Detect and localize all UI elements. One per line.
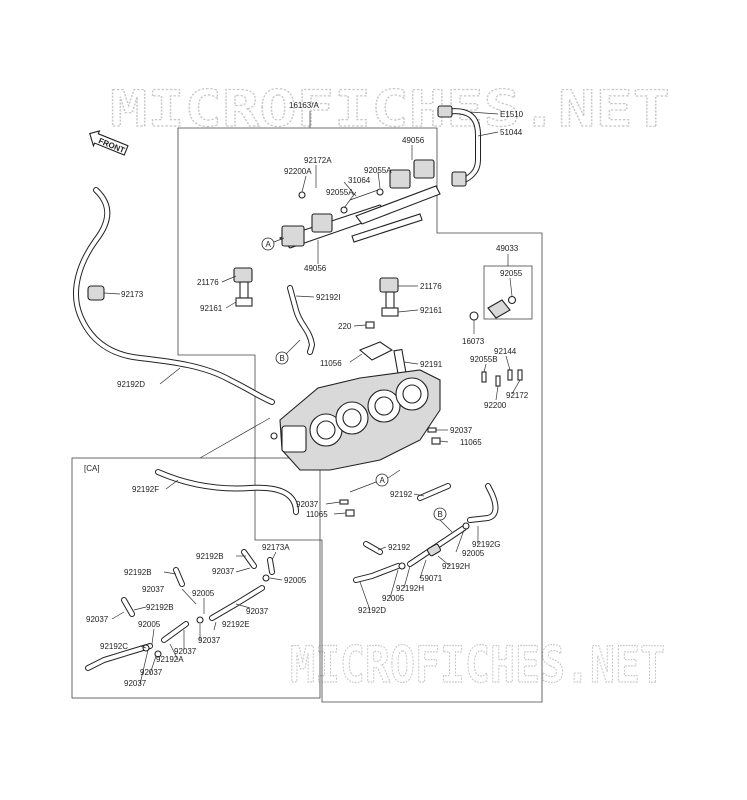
sensor-right [379, 277, 399, 317]
svg-text:A: A [380, 476, 386, 485]
oring-92055 [507, 295, 517, 305]
throttle-body [270, 369, 441, 471]
label-92037-ca2: 92037 [142, 585, 165, 594]
label-92037-ca7: 92037 [140, 668, 163, 677]
svg-text:B: B [280, 354, 285, 363]
label-49033: 49033 [496, 244, 519, 253]
assembly-boundary [177, 127, 543, 703]
hose-92192d-left [73, 187, 275, 405]
ca-hoses [85, 469, 299, 671]
label-92055a-2: 92055A [326, 188, 354, 197]
label-92192g: 92192G [472, 540, 500, 549]
callout-b-right: B [433, 507, 453, 533]
label-92055b: 92055B [470, 355, 498, 364]
clip-92037-center [339, 499, 349, 505]
sensor-left [233, 267, 315, 355]
callout-a-top: A [261, 237, 285, 251]
fuel-rail-assembly [278, 159, 441, 249]
label-31064: 31064 [348, 176, 371, 185]
label-92055a-1: 92055A [364, 166, 392, 175]
label-92037-center: 92037 [296, 500, 319, 509]
label-92161-right: 92161 [420, 306, 443, 315]
label-92192e: 92192E [222, 620, 250, 629]
label-92192-a: 92192 [390, 490, 413, 499]
fastener-92144 [507, 369, 513, 381]
label-92192b-2: 92192B [124, 568, 152, 577]
svg-text:B: B [438, 510, 443, 519]
label-ca: [CA] [84, 464, 100, 473]
fastener-92200 [495, 375, 501, 387]
label-92192f: 92192F [132, 485, 159, 494]
bracket-11056 [358, 341, 394, 361]
label-92192i: 92192I [316, 293, 340, 302]
fitting-49033 [487, 299, 511, 319]
label-11065-center: 11065 [306, 510, 328, 519]
callout-b-left: B [275, 339, 301, 365]
label-92037-ca1: 92037 [212, 567, 235, 576]
label-92055: 92055 [500, 269, 523, 278]
part-220 [365, 321, 375, 329]
lower-hoses [353, 483, 499, 583]
label-59071: 59071 [420, 574, 443, 583]
label-92172a-top: 92172A [304, 156, 332, 165]
cap-11065-center [345, 509, 355, 517]
watermark-top: MICROFICHES.NET [110, 80, 670, 138]
label-220: 220 [338, 322, 352, 331]
label-51044: 51044 [500, 128, 523, 137]
label-92192-b: 92192 [388, 543, 411, 552]
label-92005-ca3: 92005 [138, 620, 161, 629]
clip-92037-right [427, 427, 437, 433]
label-92192h-1: 92192H [442, 562, 470, 571]
label-92037-ca4: 92037 [86, 615, 109, 624]
ca-inset-box [71, 457, 321, 699]
oring-16073 [469, 311, 479, 321]
label-49056-bot: 49056 [304, 264, 327, 273]
label-92005-right: 92005 [462, 549, 485, 558]
watermark-bottom: MICROFICHES.NET [290, 636, 665, 694]
label-92037-right: 92037 [450, 426, 473, 435]
fastener-92055b [481, 371, 487, 383]
clamp-92173 [87, 285, 105, 301]
label-92191: 92191 [420, 360, 443, 369]
label-92037-ca5: 92037 [198, 636, 221, 645]
label-92005-ca2: 92005 [192, 589, 215, 598]
fastener-92172 [517, 369, 523, 381]
label-92192d-left: 92192D [117, 380, 145, 389]
callout-a-mid: A [349, 469, 401, 493]
label-92192d-bottom: 92192D [358, 606, 386, 615]
label-11056: 11056 [320, 359, 342, 368]
label-92173: 92173 [121, 290, 144, 299]
label-92192a: 92192A [156, 655, 184, 664]
svg-text:A: A [266, 240, 272, 249]
label-11065-right: 11065 [460, 438, 482, 447]
label-16163a: 16163/A [289, 101, 319, 110]
label-21176-left: 21176 [197, 278, 219, 287]
label-92005-bottom: 92005 [382, 594, 405, 603]
cap-11065-right [431, 437, 441, 445]
label-16073: 16073 [462, 337, 485, 346]
label-92173a: 92173A [262, 543, 290, 552]
label-92161-left: 92161 [200, 304, 223, 313]
leader-lines [103, 111, 521, 685]
label-92144: 92144 [494, 347, 517, 356]
label-92192b-1: 92192B [196, 552, 224, 561]
label-49056-top: 49056 [402, 136, 425, 145]
label-92005-ca1: 92005 [284, 576, 307, 585]
label-92192c: 92192C [100, 642, 128, 651]
label-92192b-3: 92192B [146, 603, 174, 612]
label-92037-ca8: 92037 [124, 679, 147, 688]
label-92037-ca6: 92037 [174, 647, 197, 656]
label-21176-right: 21176 [420, 282, 442, 291]
label-92037-ca3: 92037 [246, 607, 269, 616]
label-e1510: E1510 [500, 110, 524, 119]
label-92200: 92200 [484, 401, 507, 410]
part-labels: 16163/A E1510 51044 49056 92172A 92200A … [84, 101, 529, 688]
label-92200a: 92200A [284, 167, 312, 176]
label-92192h-2: 92192H [396, 584, 424, 593]
fuel-hose-51044 [437, 105, 481, 187]
label-92172: 92172 [506, 391, 529, 400]
